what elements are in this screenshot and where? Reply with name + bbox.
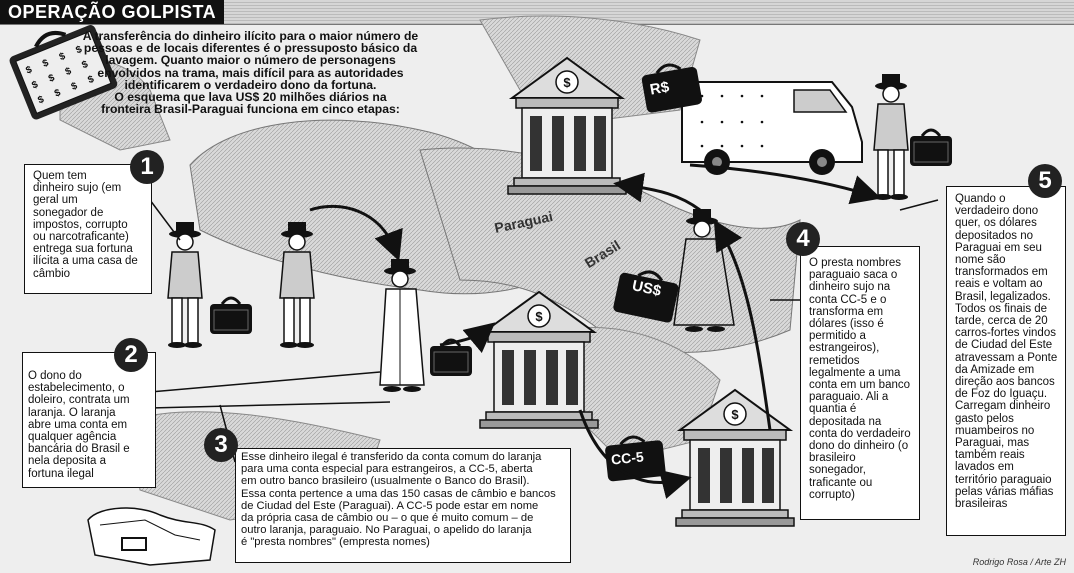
svg-text:$: $ — [80, 59, 90, 71]
step-5-box: Quando o verdadeiro dono quer, os dólare… — [946, 186, 1066, 536]
step-5-text: Quando o verdadeiro dono quer, os dólare… — [955, 193, 1058, 511]
step-3-box: Esse dinheiro ilegal é transferido da co… — [235, 448, 571, 563]
svg-text:$: $ — [70, 80, 80, 92]
svg-text:$: $ — [24, 64, 34, 76]
svg-text:$: $ — [47, 72, 57, 84]
page-title: OPERAÇÃO GOLPISTA — [0, 0, 225, 24]
step-5-number: 5 — [1028, 164, 1062, 198]
step-1-text: Quem tem dinheiro sujo (em geral um sone… — [33, 170, 138, 280]
step-3-text: Esse dinheiro ilegal é transferido da co… — [241, 451, 556, 549]
step-1-box: Quem tem dinheiro sujo (em geral um sone… — [24, 164, 152, 294]
svg-text:$: $ — [86, 74, 96, 86]
bag-label-cc5: CC-5 — [610, 448, 645, 468]
svg-text:$: $ — [58, 51, 68, 63]
svg-text:$: $ — [74, 44, 84, 56]
intro-text: A transferência do dinheiro ilícito para… — [82, 29, 419, 117]
step-4-box: O presta nombres paraguaio saca o dinhei… — [800, 246, 920, 520]
step-3-number: 3 — [204, 428, 238, 462]
svg-text:$: $ — [36, 94, 46, 106]
step-2-text: O dono do estabelecimento, o doleiro, co… — [28, 370, 130, 480]
svg-text:$: $ — [41, 57, 51, 69]
step-1-number: 1 — [130, 150, 164, 184]
step-4-text: O presta nombres paraguaio saca o dinhei… — [809, 257, 911, 501]
svg-text:$: $ — [64, 66, 74, 78]
step-2-box: O dono do estabelecimento, o doleiro, co… — [22, 352, 156, 488]
step-4-number: 4 — [786, 222, 820, 256]
svg-text:$: $ — [30, 79, 40, 91]
step-2-number: 2 — [114, 338, 148, 372]
credit: Rodrigo Rosa / Arte ZH — [972, 557, 1066, 567]
bag-label-reais: R$ — [648, 78, 671, 99]
svg-text:$: $ — [53, 87, 63, 99]
